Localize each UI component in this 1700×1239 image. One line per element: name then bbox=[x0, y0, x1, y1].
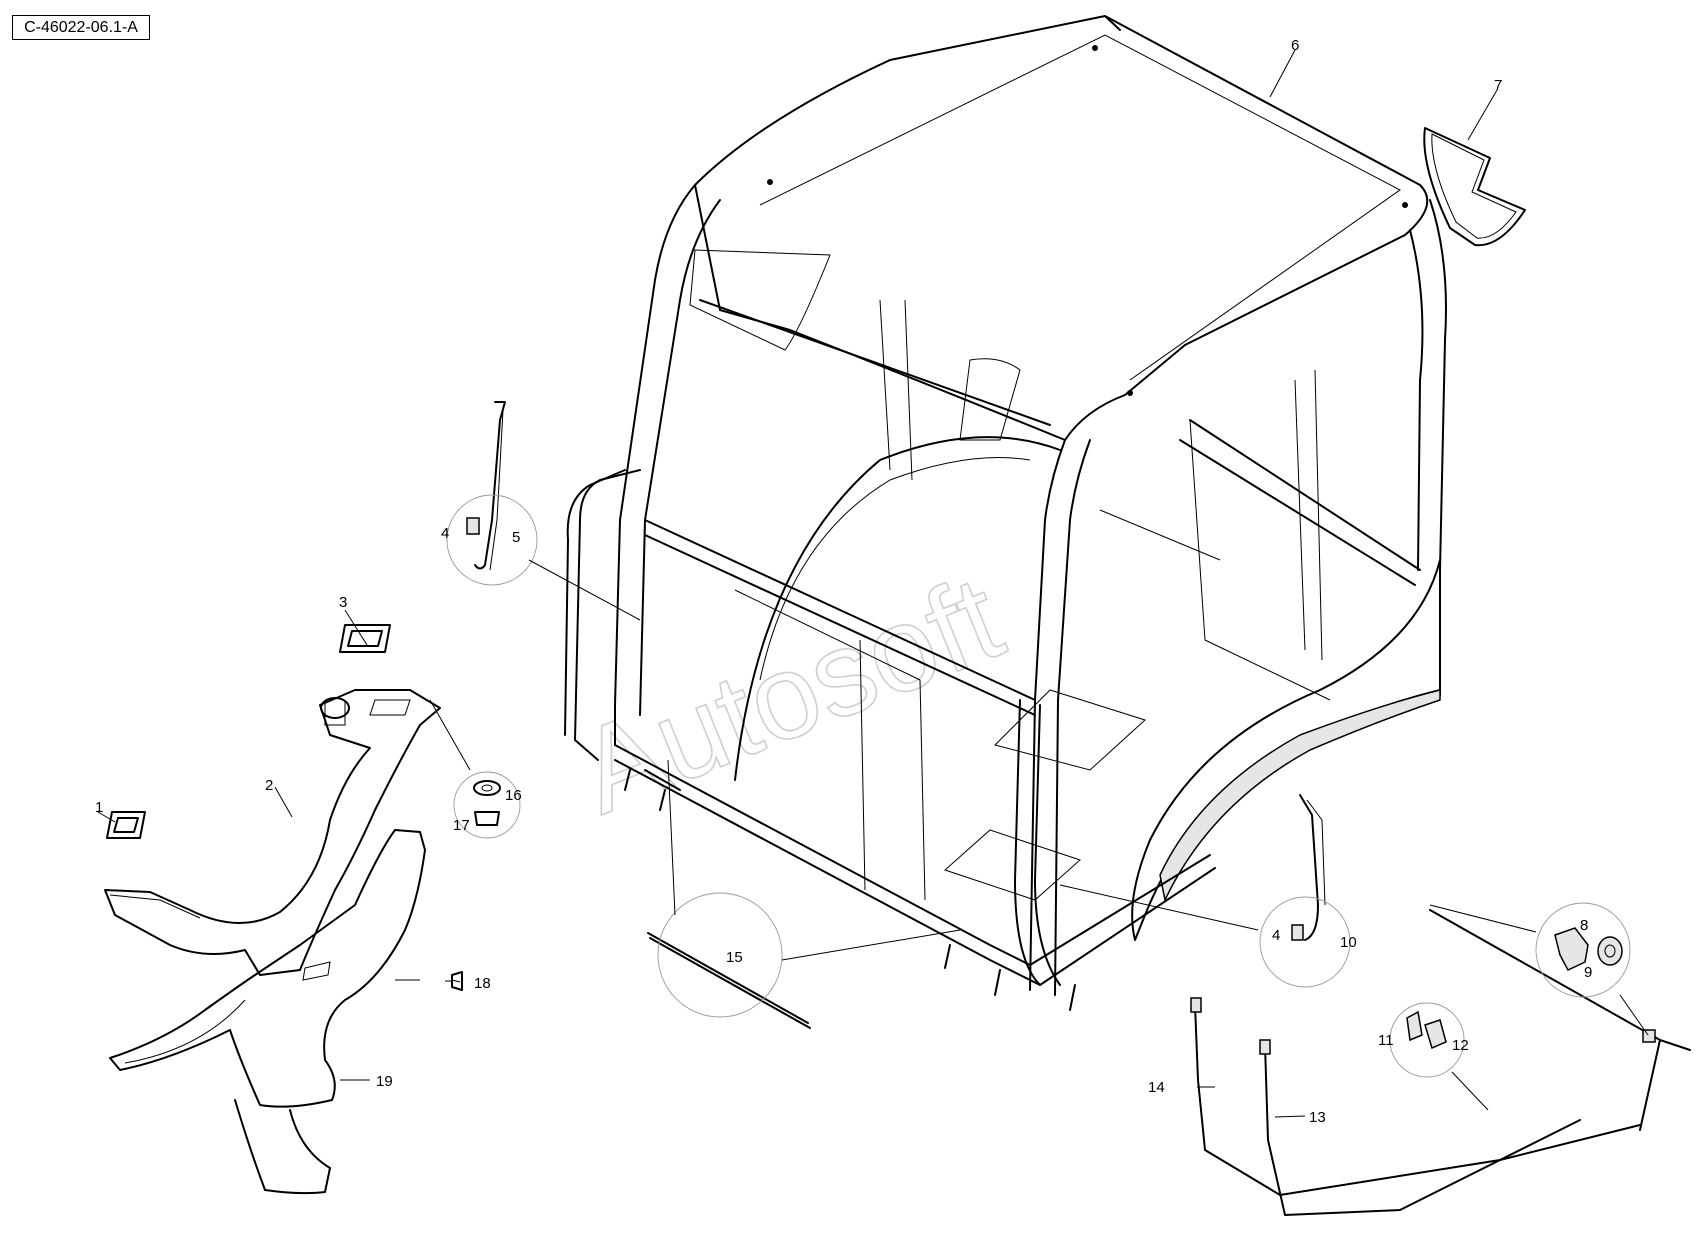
callout-18: 18 bbox=[474, 975, 491, 992]
leader-lines bbox=[97, 49, 1649, 1118]
detail-circles bbox=[446, 494, 1631, 1078]
callout-15: 15 bbox=[726, 949, 743, 966]
callout-8: 8 bbox=[1580, 917, 1588, 934]
callout-11: 11 bbox=[1378, 1032, 1394, 1049]
callout-3: 3 bbox=[339, 594, 347, 611]
seal-part bbox=[1423, 127, 1526, 247]
callout-4b: 4 bbox=[1272, 927, 1280, 944]
air-duct-assembly bbox=[104, 624, 441, 1195]
callout-7: 7 bbox=[1494, 77, 1502, 94]
callout-16: 16 bbox=[505, 787, 522, 804]
cab-frame bbox=[564, 15, 1447, 1011]
callout-2: 2 bbox=[265, 777, 273, 794]
callout-13: 13 bbox=[1309, 1109, 1326, 1126]
callout-1: 1 bbox=[95, 799, 103, 816]
callout-4a: 4 bbox=[441, 525, 449, 542]
hardware-parts bbox=[445, 401, 1691, 1216]
callout-17: 17 bbox=[453, 817, 470, 834]
callout-5: 5 bbox=[512, 529, 520, 546]
watermark: Autosoft bbox=[561, 550, 1019, 839]
callout-10: 10 bbox=[1340, 934, 1357, 951]
callout-19: 19 bbox=[376, 1073, 393, 1090]
callout-14: 14 bbox=[1148, 1079, 1165, 1096]
callout-12: 12 bbox=[1452, 1037, 1469, 1054]
callout-6: 6 bbox=[1291, 37, 1299, 54]
drawing-reference: C-46022-06.1-A bbox=[12, 15, 150, 40]
callout-labels: 1 2 3 4 4 5 6 7 8 9 10 11 12 13 14 15 16… bbox=[95, 37, 1592, 1126]
callout-9: 9 bbox=[1584, 964, 1592, 981]
